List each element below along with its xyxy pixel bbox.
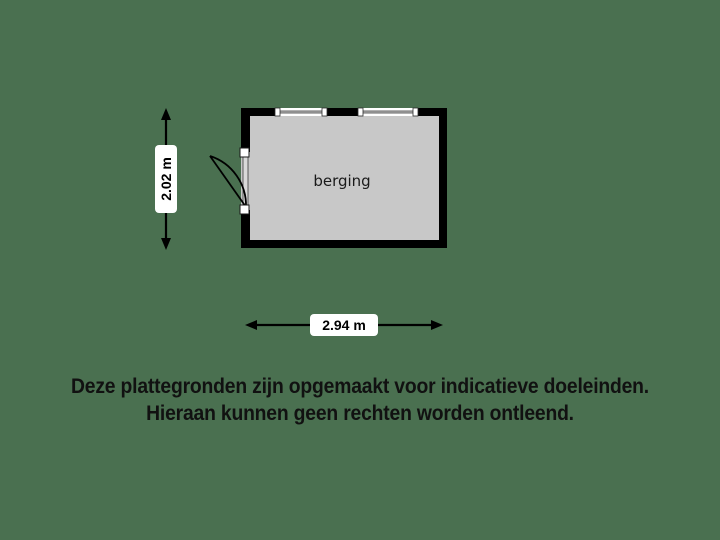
window-jamb-right [321,107,328,117]
door-swing-arc [209,155,247,208]
window-jamb-left [274,107,281,117]
room-berging [241,108,447,248]
dimension-width-value: 2.94 m [322,317,366,333]
room-label-berging: berging [313,172,370,190]
window-top-right [357,107,419,117]
dimension-height-value: 2.02 m [158,157,174,201]
dimension-height-label: 2.02 m [155,145,177,213]
dimension-width-arrow-right [431,320,443,330]
window-top-left [274,107,328,117]
window-jamb-right [412,107,419,117]
door-swing-leaf-line [209,155,247,208]
room-floor [250,116,439,240]
door-jamb-top [239,147,250,158]
door-left-wall [209,147,250,215]
dimension-height-arrow-top [161,108,171,120]
disclaimer-line-2: Hieraan kunnen geen rechten worden ontle… [146,402,574,425]
dimension-width-arrow-left [245,320,257,330]
disclaimer-text: Deze plattegronden zijn opgemaakt voor i… [0,373,720,427]
dimension-width-label: 2.94 m [310,314,378,336]
door-jamb-bottom [239,204,250,215]
window-jamb-left [357,107,364,117]
dimension-height-arrow-bottom [161,238,171,250]
disclaimer-line-1: Deze plattegronden zijn opgemaakt voor i… [71,375,649,398]
